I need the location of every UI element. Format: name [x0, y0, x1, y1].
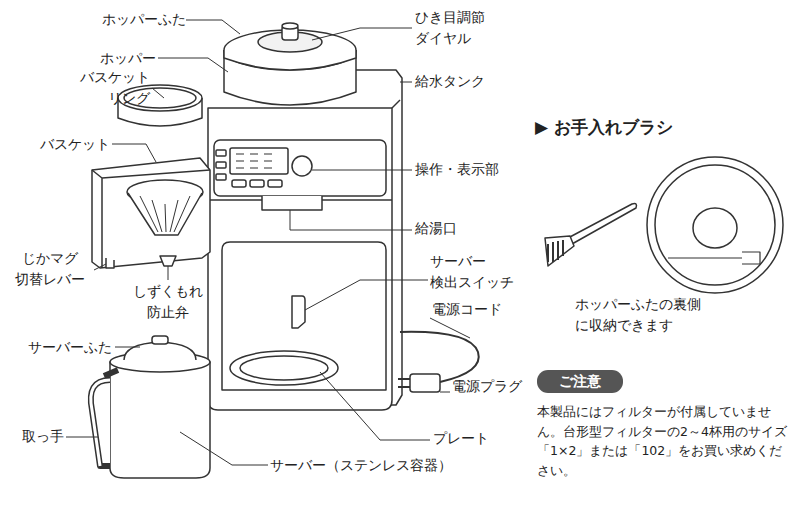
lid-underside-rim — [655, 165, 775, 285]
lid-underside — [647, 157, 783, 293]
indicator — [216, 174, 226, 180]
control-knob — [292, 156, 312, 176]
brush-handle — [568, 204, 637, 245]
server-cavity — [222, 242, 386, 390]
display-segments — [236, 154, 272, 168]
indicator — [216, 150, 226, 156]
hopper — [224, 50, 356, 105]
leader-line — [66, 437, 98, 438]
part-label: 給湯口 — [415, 218, 495, 239]
leader-line — [400, 82, 412, 83]
note-text: 本製品にはフィルターが付属していません。台形型フィルターの2～4杯用のサイズ「1… — [537, 402, 789, 480]
caution-badge: ご注意 — [537, 370, 623, 393]
part-label: ひき目調節 ダイヤル — [415, 7, 495, 49]
part-label: バスケット — [20, 134, 110, 155]
button — [250, 180, 264, 187]
leader-line — [430, 318, 470, 338]
plug-pins — [398, 379, 410, 387]
part-label: サーバー（ステンレス容器） — [270, 455, 450, 476]
part-label: ホッパーふたの裏側 に収納できます — [575, 294, 715, 336]
server — [110, 362, 210, 478]
leader-line — [186, 20, 240, 34]
part-label: 電源コード — [432, 299, 522, 320]
leader-line — [305, 280, 428, 310]
dial-knob-top — [282, 23, 298, 29]
hopper-lid-rim — [224, 50, 356, 70]
button — [232, 180, 246, 187]
leader-line — [152, 88, 164, 98]
plate — [230, 351, 338, 385]
button — [268, 180, 282, 187]
leader-line — [312, 170, 412, 171]
filter-ribs — [140, 196, 190, 232]
lid-knob — [152, 336, 168, 344]
lid-underside-center — [693, 208, 737, 248]
leader-line — [320, 372, 430, 440]
mug-lever — [106, 258, 114, 268]
indicator — [216, 162, 226, 168]
part-label: バスケット リング — [74, 67, 150, 109]
part-label: ホッパーふた — [60, 9, 186, 30]
filter-cone — [128, 193, 202, 235]
server-switch — [292, 296, 305, 328]
basket-edge — [92, 170, 210, 268]
brush-head — [545, 236, 574, 266]
control-panel — [214, 140, 386, 196]
section-heading: ▶ お手入れブラシ — [535, 117, 735, 138]
part-label: 取っ手 — [6, 426, 64, 447]
brush-bristles — [548, 240, 563, 262]
stored-brush — [668, 252, 760, 264]
leader-line — [112, 144, 156, 162]
leader-line — [290, 210, 412, 230]
part-label: 給水タンク — [415, 71, 515, 92]
part-label: サーバーふた — [6, 337, 112, 358]
part-label: サーバー 検出スイッチ — [430, 251, 522, 293]
server-handle-inner — [91, 380, 110, 466]
display-window — [230, 148, 288, 174]
badge-text: ご注意 — [559, 373, 601, 391]
leader-line — [94, 264, 106, 270]
part-label: 操作・表示部 — [415, 159, 525, 180]
leader-line — [440, 392, 450, 393]
leader-line — [115, 347, 140, 348]
leader-line — [158, 58, 228, 72]
basket — [92, 158, 210, 268]
leader-line — [312, 28, 412, 40]
server-handle — [91, 370, 118, 466]
plate-inner — [240, 356, 328, 380]
part-label: ホッパー — [60, 48, 156, 69]
main-body — [208, 108, 392, 410]
leader-lines — [66, 20, 470, 465]
part-label: じかマグ 切替レバー — [10, 248, 90, 290]
outlet — [262, 196, 322, 210]
leader-line — [168, 266, 169, 280]
leader-line — [180, 432, 268, 465]
body-edge — [392, 100, 400, 108]
drip-valve — [160, 256, 176, 266]
part-label: プレート — [433, 428, 513, 449]
power-plug — [410, 374, 440, 392]
part-label: しずくもれ 防止弁 — [126, 281, 210, 323]
part-label: 電源プラグ — [452, 376, 542, 397]
